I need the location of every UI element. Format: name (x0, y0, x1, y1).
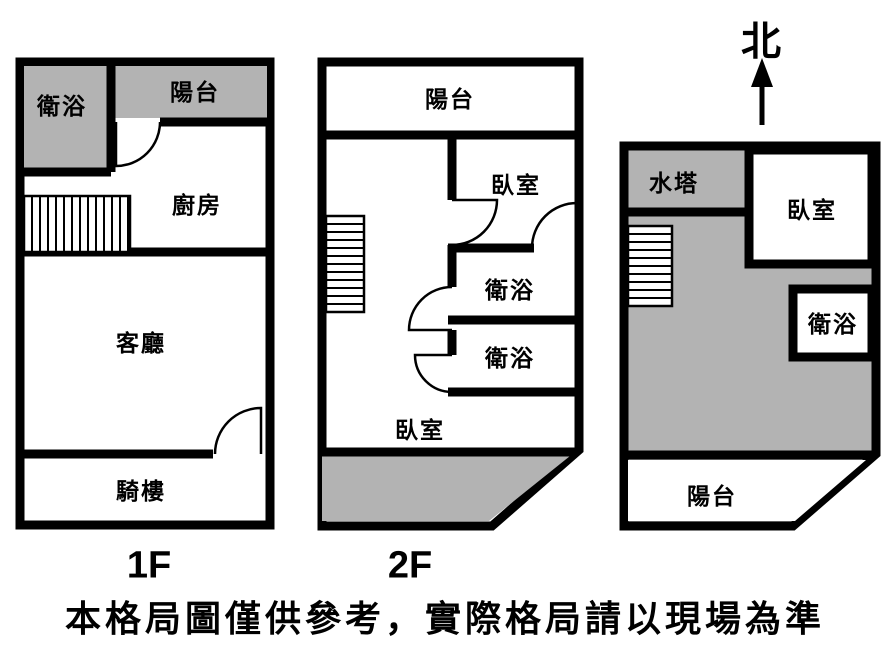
f1-interior-walls (16, 62, 270, 459)
room-label-f2-bathroom-upper: 衛浴 (485, 277, 535, 303)
f3-balcony-area (628, 460, 866, 521)
disclaimer-text: 本格局圖僅供參考，實際格局請以現場為準 (64, 598, 826, 639)
f2-door-swing-bathroom-lower (413, 353, 453, 394)
north-arrow-head (751, 58, 773, 87)
f1-stair-treads (31, 196, 129, 252)
f1-balcony-area (107, 66, 267, 118)
room-label-f2-bedroom-bottom: 臥室 (395, 417, 445, 443)
floor-2-plan (317, 57, 584, 531)
room-label-f3-balcony: 陽台 (687, 483, 737, 509)
f3-bathroom (788, 284, 877, 362)
f2-door-swing-bathroom-upper (407, 285, 453, 332)
room-label-f3-bedroom: 臥室 (787, 197, 837, 223)
floor-3-plan (619, 141, 881, 531)
room-label-f1-kitchen: 廚房 (172, 192, 222, 218)
f3-stair-treads (628, 233, 672, 299)
room-label-f2-bedroom-top: 臥室 (491, 172, 541, 198)
f3-interior-walls (622, 207, 872, 460)
f2-door-swing-bedroom-top (451, 198, 499, 247)
north-arrow-icon (751, 58, 773, 125)
floor-label-2f: 2F (387, 544, 433, 587)
room-label-f2-balcony: 陽台 (425, 86, 475, 112)
room-label-f1-bathroom: 衛浴 (37, 93, 87, 119)
f2-shaded-area (322, 452, 575, 521)
f1-door-swing-balcony (114, 121, 162, 168)
f1-door-swing-entrance (213, 406, 263, 455)
floor-label-1f: 1F (126, 544, 172, 587)
room-label-f1-balcony: 陽台 (170, 79, 220, 105)
room-label-f3-water-tank: 水塔 (649, 170, 699, 196)
floor-1-plan (15, 57, 275, 530)
f2-interior-walls (320, 130, 581, 457)
f2-door-swing-bedroom-right (530, 201, 579, 249)
f2-stair-treads (326, 223, 364, 305)
room-label-f1-living-room: 客廳 (116, 330, 166, 356)
f3-bedroom (744, 145, 877, 269)
room-label-f3-bathroom: 衛浴 (808, 311, 858, 337)
f1-bathroom-area (24, 66, 107, 168)
room-label-f1-arcade: 騎樓 (116, 478, 166, 504)
room-label-f2-bathroom-lower: 衛浴 (485, 345, 535, 371)
north-label: 北 (741, 20, 781, 64)
